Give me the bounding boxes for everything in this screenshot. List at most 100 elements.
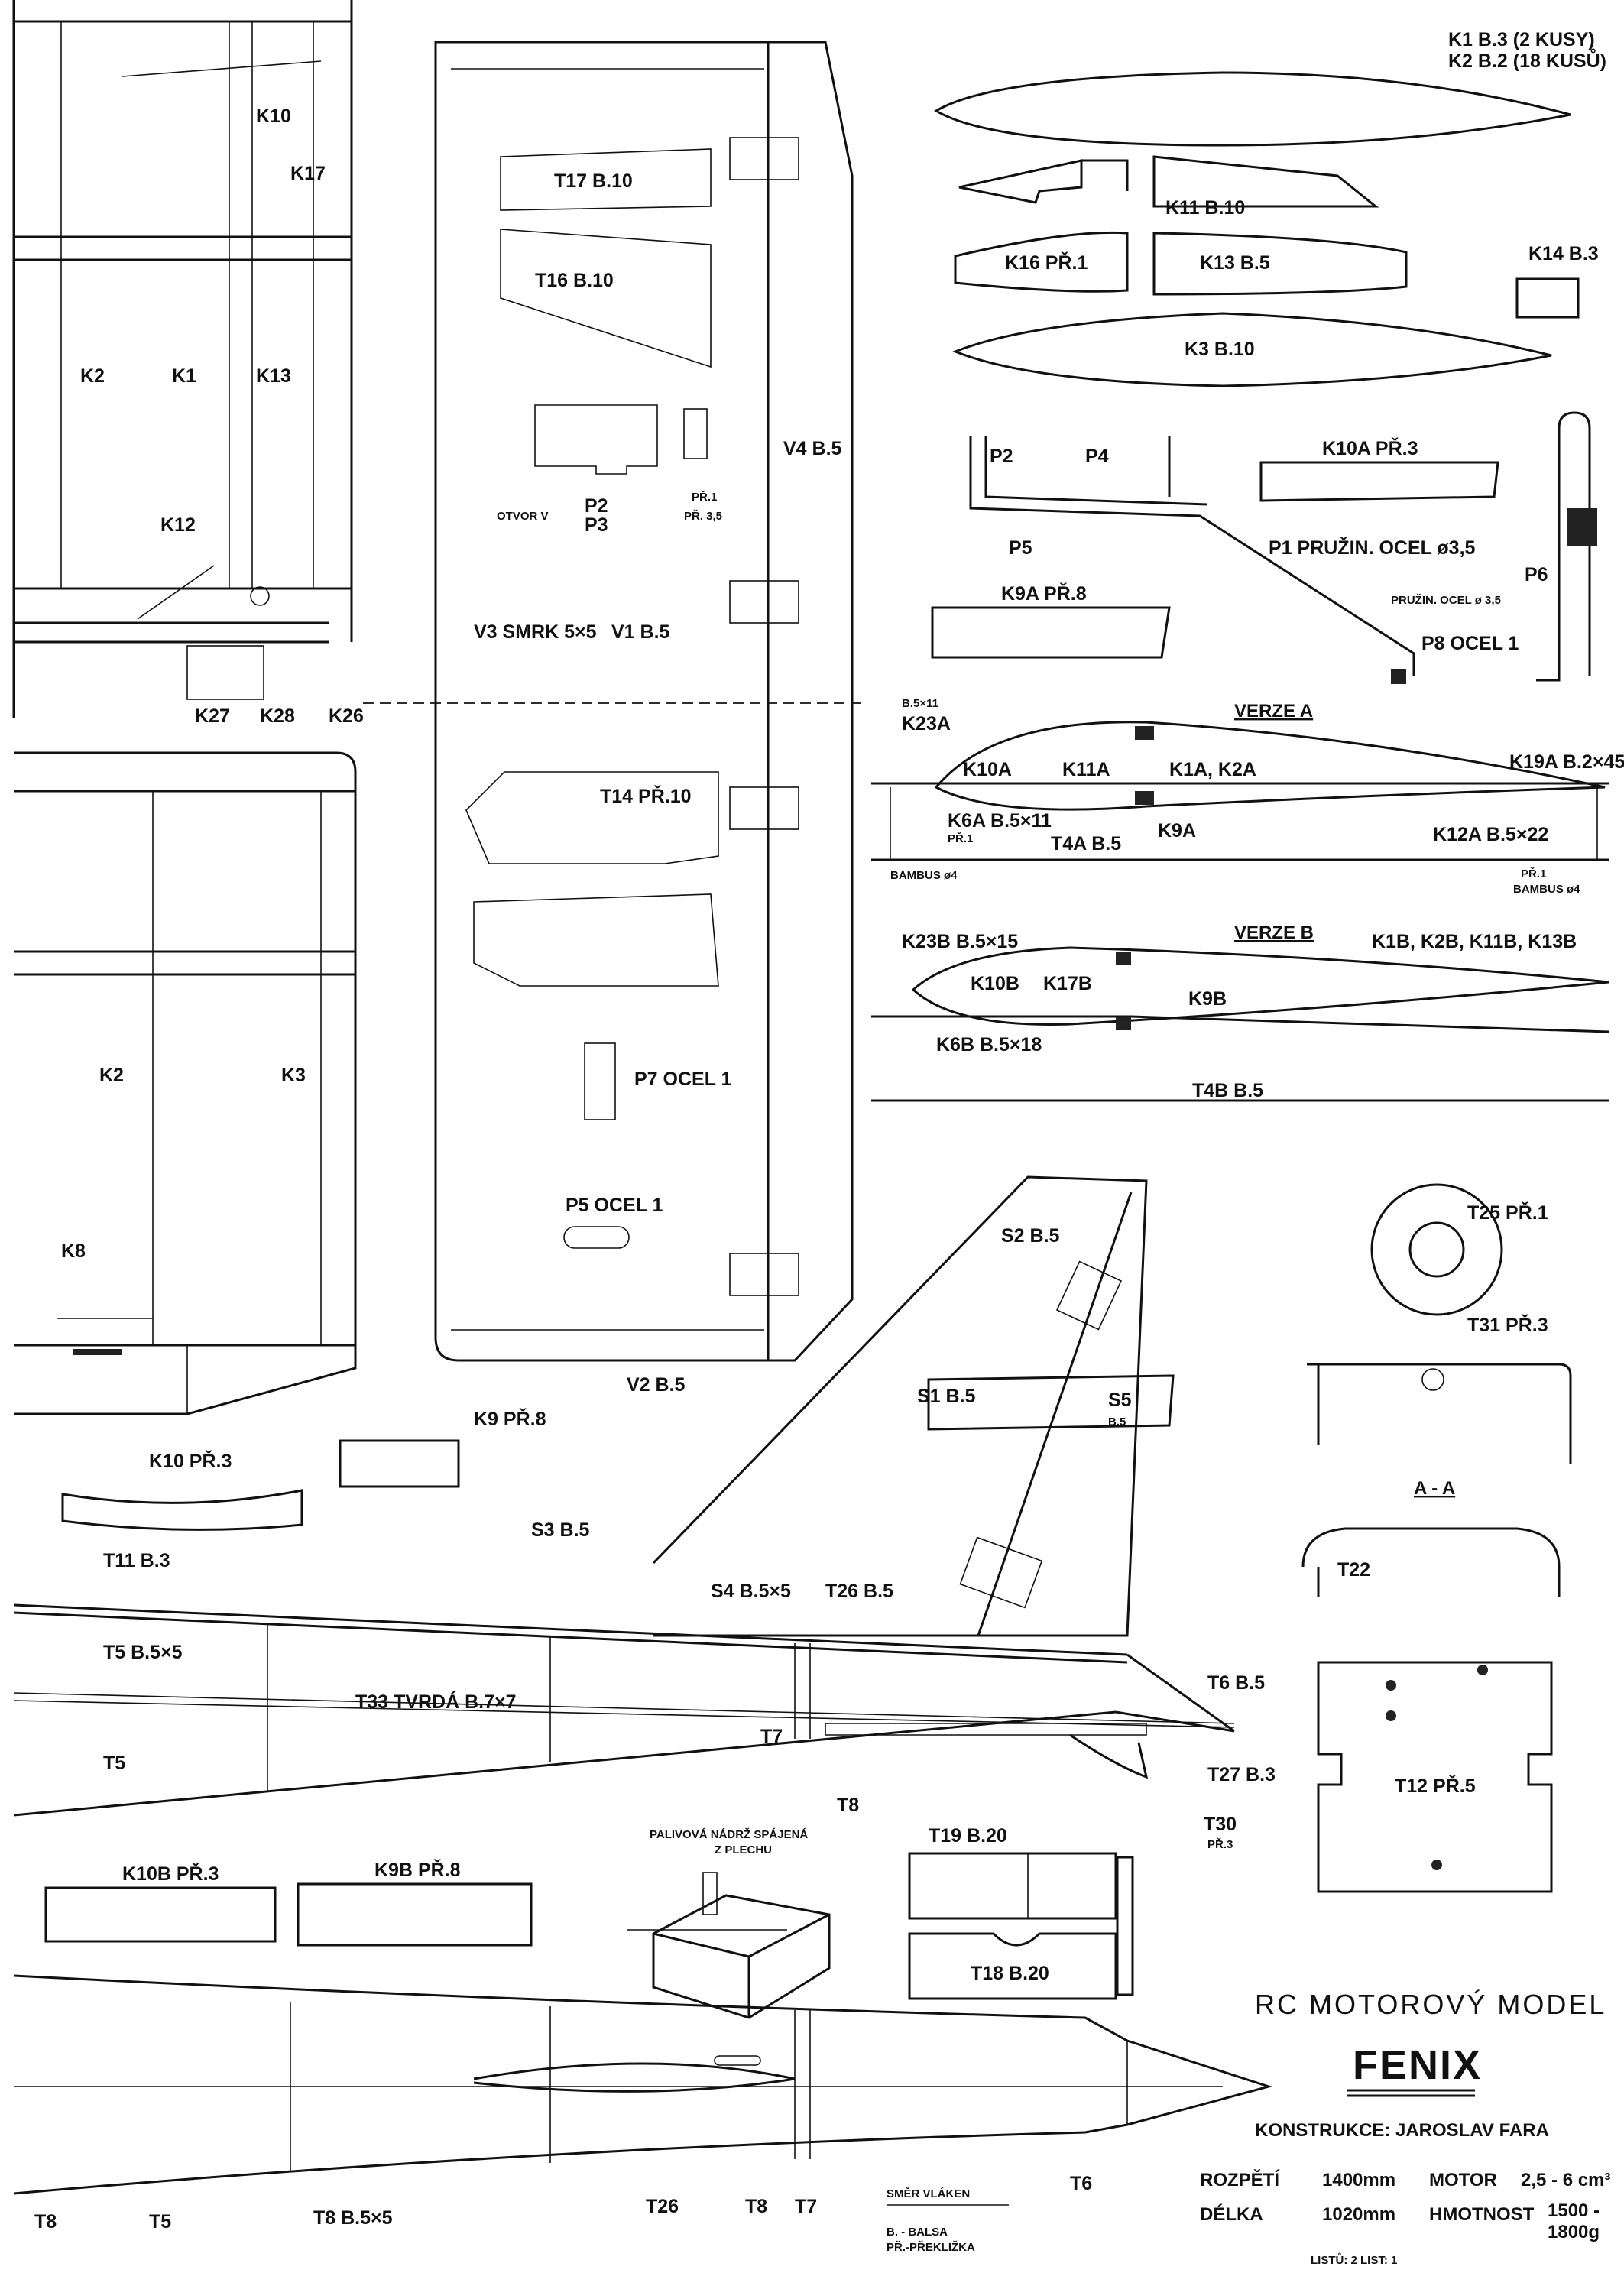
label-p6: P6 — [1525, 564, 1548, 585]
label-k23a: K23A — [902, 713, 951, 734]
label-p8: P8 OCEL 1 — [1421, 633, 1519, 654]
label-t12: T12 PŘ.5 — [1395, 1774, 1476, 1797]
label-p6-mat: PRUŽIN. OCEL ø 3,5 — [1391, 593, 1501, 607]
stab-parts — [44, 1374, 1175, 1947]
label-bottom-t6: T6 — [1070, 2173, 1092, 2194]
label-bottom-t8b: T8 B.5×5 — [313, 2207, 393, 2229]
label-t26a: T26 B.5 — [825, 1581, 893, 1602]
label-k11: K11 B.10 — [1165, 197, 1245, 219]
label-k1-k2-a: K1 B.3 (2 KUSY) — [1448, 29, 1595, 50]
label-k27: K27 — [195, 705, 230, 727]
label-bottom-t8c: T8 — [745, 2196, 767, 2217]
label-k12a: K12A B.5×22 — [1433, 824, 1548, 845]
heading-verze-b: VERZE B — [1234, 922, 1314, 943]
label-s5: S5 — [1108, 1389, 1132, 1411]
wing-plan-lower — [14, 751, 357, 1415]
length-label: DÉLKA — [1200, 2203, 1263, 2225]
label-p1: P1 PRUŽIN. OCEL ø3,5 — [1269, 536, 1476, 559]
span-value: 1400mm — [1322, 2170, 1395, 2190]
label-k17: K17 — [290, 163, 326, 184]
label-t4b: T4B B.5 — [1192, 1080, 1263, 1101]
legend-grain: SMĚR VLÁKEN — [887, 2187, 970, 2200]
heading-verze-a: VERZE A — [1234, 701, 1313, 721]
label-t7: T7 — [760, 1726, 783, 1747]
legend-balsa: B. - BALSA — [887, 2226, 948, 2239]
label-t14: T14 PŘ.10 — [600, 784, 692, 807]
label-k3-mid: K3 — [281, 1065, 306, 1086]
label-s1: S1 B.5 — [917, 1386, 976, 1407]
wing-section-verze-b — [871, 946, 1609, 1102]
label-k2-top: K2 — [80, 365, 105, 387]
label-p5: P5 — [1009, 537, 1032, 559]
label-otvor: OTVOR V — [497, 510, 549, 523]
label-bambus-r-pr: PŘ.1 — [1521, 867, 1546, 880]
label-t30: T30 — [1204, 1814, 1237, 1835]
title-block: RC MOTOROVÝ MODEL FENIX KONSTRUKCE: JARO… — [1200, 1989, 1610, 2267]
label-k13-top: K13 — [256, 365, 291, 387]
sheet-info: LISTŮ: 2 LIST: 1 — [1311, 2252, 1397, 2267]
label-k26: K26 — [329, 705, 364, 727]
mass-label: HMOTNOST — [1429, 2204, 1535, 2225]
label-t4a: T4A B.5 — [1051, 833, 1121, 854]
label-k2-mid: K2 — [99, 1065, 124, 1086]
author: KONSTRUKCE: JAROSLAV FARA — [1255, 2120, 1549, 2141]
label-pr35: PŘ. 3,5 — [684, 509, 722, 523]
label-pr1: PŘ.1 — [692, 490, 717, 504]
label-p7: P7 OCEL 1 — [634, 1068, 731, 1090]
label-bottom-t5: T5 — [149, 2211, 171, 2232]
label-k23a-b: B.5×11 — [902, 697, 938, 710]
fuel-tank-label-2: Z PLECHU — [715, 1843, 772, 1856]
title-subtitle: RC MOTOROVÝ MODEL — [1255, 1989, 1606, 2020]
legend-block: SMĚR VLÁKEN B. - BALSA PŘ.-PŘEKLIŽKA — [887, 2187, 1009, 2254]
label-k10: K10 — [256, 105, 291, 127]
label-k10b-pr: K10B PŘ.3 — [122, 1862, 219, 1885]
fuel-tank — [627, 1872, 831, 2019]
motor-value: 2,5 - 6 cm³ — [1521, 2170, 1610, 2190]
label-t22: T22 — [1337, 1559, 1370, 1581]
label-k17b: K17B — [1043, 973, 1092, 994]
label-t31: T31 PŘ.3 — [1467, 1313, 1548, 1336]
label-t25: T25 PŘ.1 — [1467, 1201, 1548, 1224]
label-t30b: PŘ.3 — [1207, 1837, 1233, 1851]
label-bottom-t26: T26 — [646, 2196, 679, 2217]
label-k9a: K9A PŘ.8 — [1001, 582, 1087, 605]
label-p2: P2 — [990, 446, 1013, 467]
label-t11: T11 B.3 — [103, 1550, 170, 1571]
heading-a-a: A - A — [1414, 1478, 1455, 1499]
label-k16: K16 PŘ.1 — [1005, 251, 1088, 274]
label-k19a: K19A B.2×45 — [1509, 751, 1624, 773]
rib-outlines — [934, 71, 1580, 387]
span-label: ROZPĚTÍ — [1200, 2169, 1280, 2190]
label-p3: P3 — [585, 514, 608, 536]
label-k28: K28 — [260, 705, 295, 727]
legend-plywood: PŘ.-PŘEKLIŽKA — [887, 2240, 975, 2254]
label-v3: V3 SMRK 5×5 — [474, 621, 597, 643]
rudder-panel — [363, 41, 867, 1362]
label-k11a: K11A — [1062, 759, 1110, 780]
wing-section-verze-a — [871, 721, 1609, 861]
label-t18: T18 B.20 — [971, 1963, 1049, 1984]
label-k9a-sec: K9A — [1158, 820, 1196, 841]
fuselage-side — [13, 1603, 1235, 1817]
t18-t19-parts — [908, 1852, 1134, 2000]
label-k10a: K10A — [963, 759, 1012, 780]
label-k3: K3 B.10 — [1185, 339, 1255, 360]
label-k1a: K1A, K2A — [1169, 759, 1256, 780]
mass-value-1: 1500 - — [1548, 2200, 1600, 2221]
fin-plan — [652, 1175, 1148, 1637]
label-t5a: T5 B.5×5 — [103, 1642, 183, 1663]
label-k1-top: K1 — [172, 365, 196, 387]
wing-plan-upper — [12, 0, 353, 718]
label-s4: S4 B.5×5 — [711, 1581, 791, 1602]
label-t5b: T5 — [103, 1753, 125, 1774]
label-t27: T27 B.3 — [1207, 1764, 1276, 1785]
label-t16: T16 B.10 — [535, 270, 614, 291]
label-k9b-pr: K9B PŘ.8 — [374, 1858, 461, 1881]
label-t6: T6 B.5 — [1207, 1672, 1265, 1694]
label-s3: S3 B.5 — [531, 1519, 590, 1541]
label-k1b: K1B, K2B, K11B, K13B — [1372, 931, 1577, 952]
label-k12: K12 — [160, 514, 196, 536]
motor-label: MOTOR — [1429, 2170, 1497, 2190]
landing-gear — [931, 411, 1597, 684]
small-parts-right — [1301, 1183, 1572, 1893]
